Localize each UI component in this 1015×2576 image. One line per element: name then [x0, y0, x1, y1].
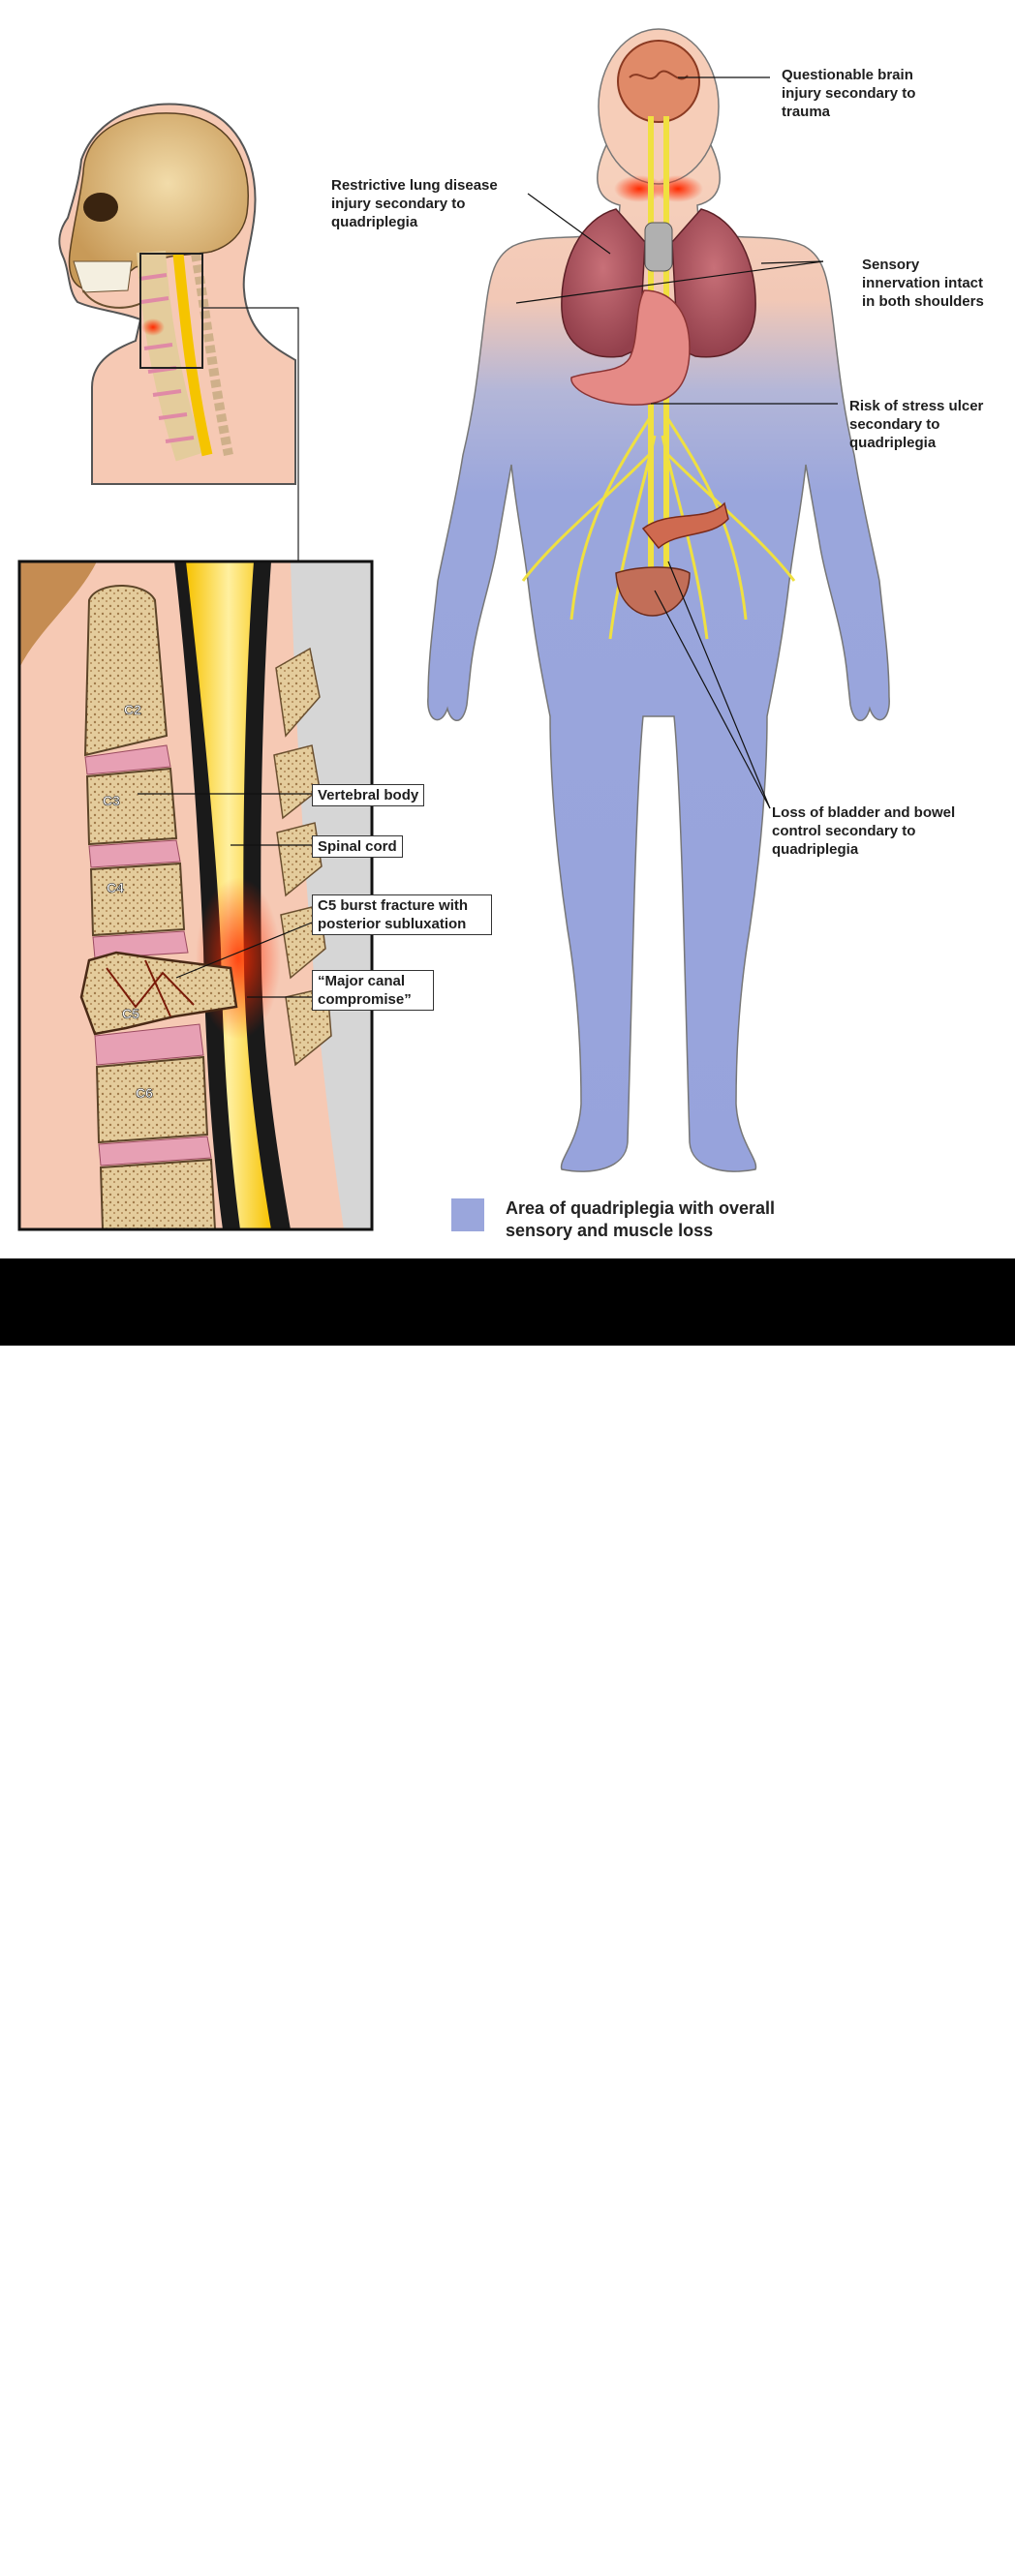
disc-c6-c7: [98, 1136, 212, 1167]
callout-stress-ulcer: Risk of stress ulcer secondary to quadri…: [849, 398, 984, 451]
discs-lateral: [138, 273, 195, 443]
vertebra-c3-body: [85, 767, 178, 846]
vertebra-label-c3: C3: [103, 793, 120, 808]
vertebra-label-c4: C4: [107, 880, 124, 895]
eye-socket: [83, 193, 118, 222]
legend-text: Area of quadriplegia with overall sensor…: [506, 1198, 776, 1240]
site-url: www.alamy.com: [865, 2559, 976, 2575]
anatomy-illustration: C2 C3 C4 C5 C6: [17, 28, 890, 1231]
full-body-view: [427, 28, 890, 1172]
peripheral-nerves: [521, 415, 796, 640]
watermark-bar: alamy Image ID: ADTRK6 www.alamy.com: [0, 1258, 1015, 2575]
vertebra-c5-fractured: [79, 951, 238, 1036]
head-lateral-view: [58, 103, 299, 563]
stomach: [570, 289, 691, 406]
disc-c2-c3: [84, 744, 171, 775]
vertebra-c7-body: [99, 1158, 217, 1230]
skull-base: [19, 561, 97, 668]
disc-c3-c4: [88, 839, 181, 868]
zoom-box: [139, 253, 203, 369]
spinous-processes: [191, 253, 233, 456]
spinal-cord-lateral: [172, 253, 213, 457]
vertebra-label-c6: C6: [136, 1085, 153, 1101]
brain: [617, 40, 700, 123]
spine-leader-lines: [138, 793, 313, 998]
vertebra-c2-body: [83, 585, 169, 757]
callout-bladder-bowel: Loss of bladder and bowel control second…: [772, 804, 956, 858]
label-burst-fracture: C5 burst fracture with posterior subluxa…: [312, 894, 492, 935]
injury-site-marker: [141, 318, 165, 336]
vertebra-c4-body: [89, 862, 186, 937]
teeth: [73, 260, 133, 293]
image-id: Image ID: ADTRK6: [840, 2533, 976, 2550]
body-outline: [427, 144, 890, 1172]
vertebral-column: [79, 585, 238, 1230]
skull: [68, 112, 249, 289]
brand-logo: alamy: [29, 2531, 135, 2573]
brain-folds: [629, 70, 689, 80]
legend-swatch: [451, 1198, 484, 1231]
zoom-connector: [202, 307, 299, 563]
neck-injury-right: [653, 175, 703, 202]
vertebra-label-c5: C5: [122, 1006, 139, 1021]
label-vertebral-body: Vertebral body: [312, 784, 425, 806]
disc-c5-c6: [94, 1023, 204, 1066]
label-spinal-cord: Spinal cord: [312, 835, 403, 858]
fracture-lines: [106, 959, 195, 1017]
vertebra-c6-body: [95, 1055, 209, 1144]
lung-left: [561, 208, 646, 358]
trachea: [644, 222, 673, 272]
label-canal-compromise: “Major canal compromise”: [312, 970, 434, 1011]
callout-sensory-innervation: Sensory innervation intact in both shoul…: [862, 257, 984, 310]
bladder: [615, 566, 691, 617]
callout-lung-disease: Restrictive lung disease injury secondar…: [331, 177, 498, 230]
callout-brain-injury: Questionable brain injury secondary to t…: [782, 67, 916, 120]
diagram-stage: C2 C3 C4 C5 C6 Questionable brain injury…: [0, 0, 1015, 1258]
lung-right: [671, 208, 756, 358]
body-leader-lines: [515, 76, 838, 809]
cord-compression-site: [196, 877, 281, 1040]
bowel: [641, 501, 729, 550]
vertebra-label-c2: C2: [124, 702, 141, 717]
